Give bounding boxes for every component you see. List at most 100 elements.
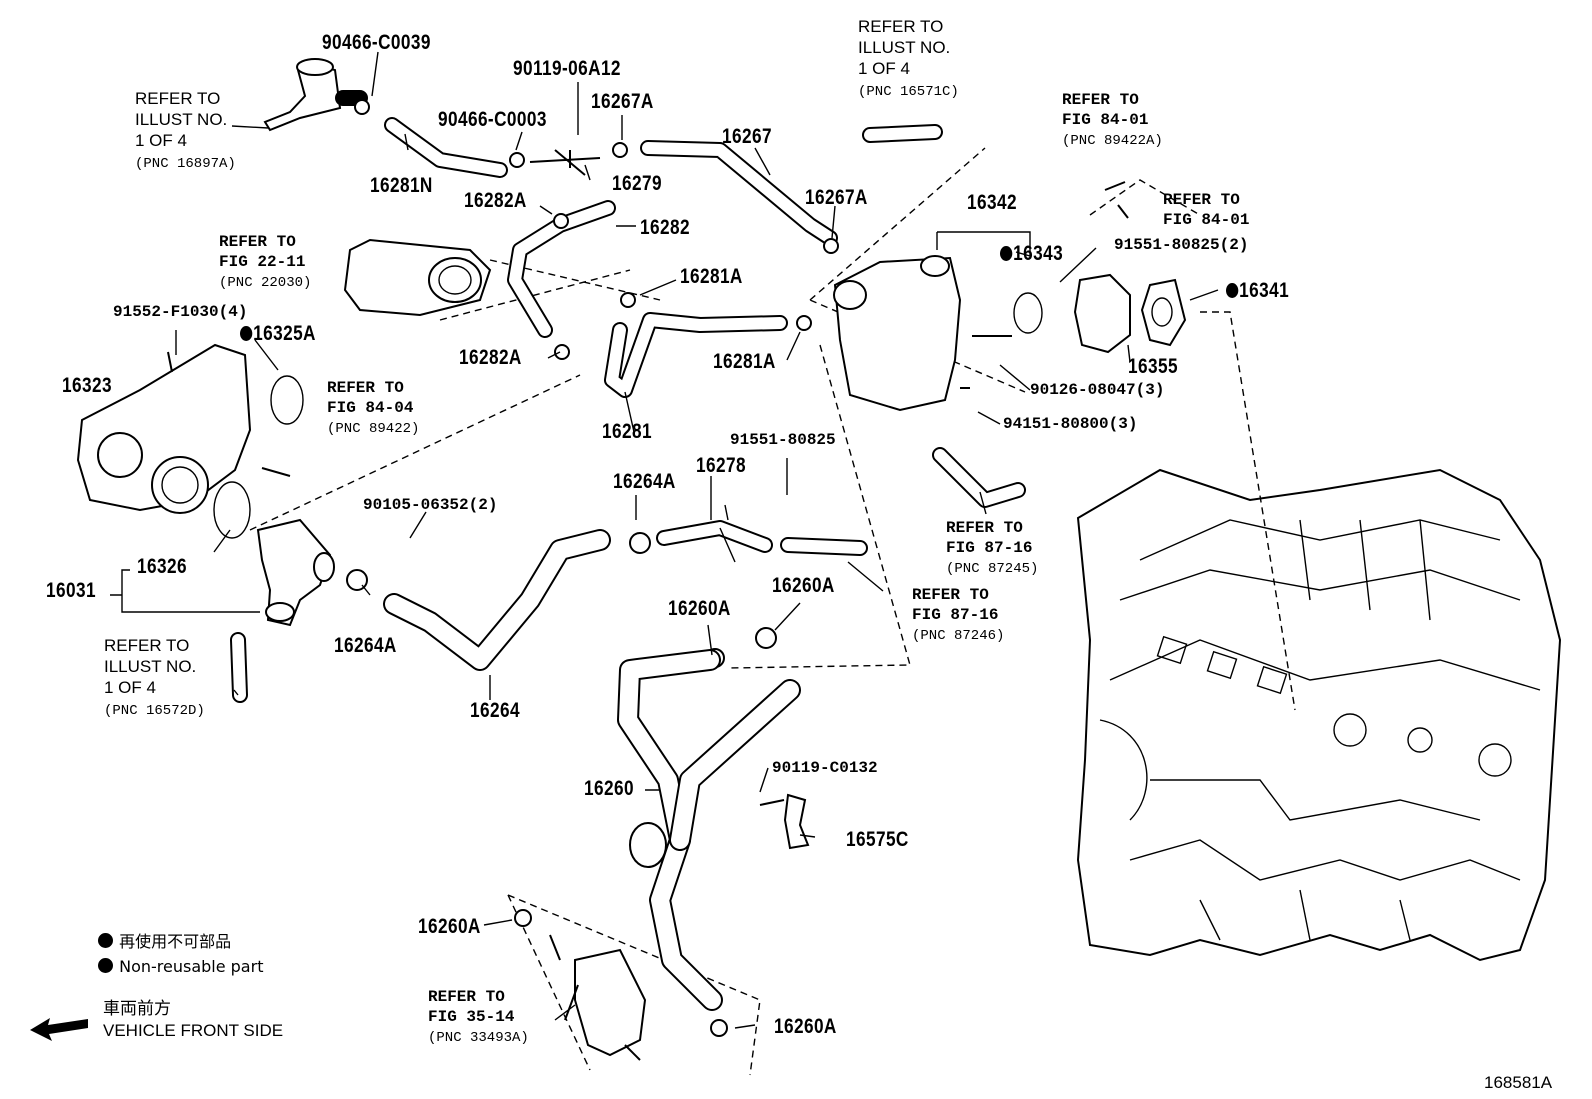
part-label[interactable]: 16264A: [334, 634, 397, 657]
part-label[interactable]: 90466-C0039: [322, 31, 431, 54]
refer-callout[interactable]: REFER TO FIG 84-01 (PNC 89422A): [1062, 90, 1163, 151]
non-reusable-dot-icon: [1000, 246, 1013, 261]
bracket-16575C: [759, 793, 810, 850]
non-reusable-dot-icon: [98, 933, 113, 948]
part-label[interactable]: 16267A: [805, 186, 868, 209]
leader-lines: [110, 51, 1219, 1029]
refer-line: FIG 84-01: [1062, 111, 1149, 129]
part-label[interactable]: 16260A: [774, 1015, 837, 1038]
part-label[interactable]: 16575C: [846, 828, 909, 851]
part-label[interactable]: 91551-80825(2): [1114, 236, 1249, 254]
part-label-non-reusable[interactable]: 16325A: [240, 323, 316, 344]
non-reusable-dot-icon: [240, 326, 253, 341]
throttle-body-part: [343, 238, 492, 317]
part-label[interactable]: 16279: [612, 172, 662, 195]
part-label[interactable]: 90126-08047(3): [1030, 381, 1165, 399]
part-label[interactable]: 16267A: [591, 90, 654, 113]
filler-neck-part: [263, 58, 368, 132]
part-label[interactable]: 16264A: [613, 470, 676, 493]
refer-pnc: (PNC 22030): [219, 275, 312, 291]
part-label[interactable]: 16355: [1128, 355, 1178, 378]
part-label[interactable]: 16264: [470, 699, 520, 722]
non-reusable-dot-icon: [1226, 283, 1239, 298]
bolts: [167, 351, 291, 477]
hose-retainer: [629, 822, 667, 868]
part-number: 16341: [1239, 279, 1290, 302]
part-label[interactable]: 16260A: [418, 915, 481, 938]
hose-clamps: [346, 99, 839, 1037]
refer-pnc: (PNC 16572D): [104, 703, 205, 719]
part-label-non-reusable[interactable]: 16343: [1000, 243, 1063, 264]
part-label[interactable]: 16323: [62, 374, 112, 397]
refer-line: FIG 84-01: [1163, 211, 1250, 229]
part-number: 16343: [1013, 242, 1064, 265]
part-label[interactable]: 16282A: [464, 189, 527, 212]
zone-outline-thermostat: [729, 311, 1296, 711]
refer-line: REFER TO: [946, 519, 1023, 537]
gasket-16341: [1140, 278, 1187, 347]
refer-line: ILLUST NO.: [135, 110, 228, 129]
outlet-16355: [1073, 273, 1131, 354]
part-label[interactable]: 16282: [640, 216, 690, 239]
zone-outline-sensor: [1089, 179, 1201, 216]
legend-text: Non-reusable part: [119, 957, 264, 976]
refer-line: REFER TO: [858, 17, 944, 36]
front-arrow-icon: [30, 1018, 88, 1041]
refer-pnc: (PNC 89422): [327, 421, 420, 437]
water-inlet-part: [256, 518, 335, 627]
refer-line: REFER TO: [1163, 191, 1240, 209]
refer-pnc: (PNC 16897A): [135, 156, 236, 172]
refer-line: 1 OF 4: [858, 59, 910, 78]
part-label[interactable]: 91551-80825: [730, 431, 836, 449]
refer-line: REFER TO: [912, 586, 989, 604]
sensor-89422A: [1104, 181, 1129, 219]
refer-pnc: (PNC 16571C): [858, 84, 959, 100]
part-label[interactable]: 16260A: [668, 597, 731, 620]
part-label[interactable]: 16267: [722, 125, 772, 148]
refer-callout[interactable]: REFER TO FIG 84-01: [1163, 190, 1249, 230]
legend-jp: 再使用不可部品: [98, 933, 231, 950]
refer-line: REFER TO: [1062, 91, 1139, 109]
refer-callout[interactable]: REFER TO FIG 22-11 (PNC 22030): [219, 232, 311, 293]
part-label[interactable]: 16342: [967, 191, 1017, 214]
refer-line: 1 OF 4: [135, 131, 187, 150]
thermostat-housing-part: [833, 255, 962, 412]
part-label[interactable]: 16281A: [680, 265, 743, 288]
part-label[interactable]: 16281N: [370, 174, 433, 197]
part-label[interactable]: 90105-06352(2): [363, 496, 498, 514]
part-label[interactable]: 16326: [137, 555, 187, 578]
part-label-non-reusable[interactable]: 16341: [1226, 280, 1289, 301]
part-label[interactable]: 16260: [584, 777, 634, 800]
refer-callout[interactable]: REFER TO ILLUST NO. 1 OF 4 (PNC 16897A): [135, 88, 236, 175]
part-label[interactable]: 16278: [696, 454, 746, 477]
gasket-16325A: [270, 375, 304, 425]
refer-pnc: (PNC 89422A): [1062, 133, 1163, 149]
part-label[interactable]: 16260A: [772, 574, 835, 597]
part-label[interactable]: 90119-C0132: [772, 759, 878, 777]
legend-text: 再使用不可部品: [119, 932, 232, 951]
refer-line: REFER TO: [135, 89, 221, 108]
part-label[interactable]: 90466-C0003: [438, 108, 547, 131]
part-label[interactable]: 16281A: [713, 350, 776, 373]
part-label[interactable]: 91552-F1030(4): [113, 303, 248, 321]
part-label[interactable]: 16281: [602, 420, 652, 443]
part-label[interactable]: 16031: [46, 579, 96, 602]
part-label[interactable]: 16282A: [459, 346, 522, 369]
refer-line: REFER TO: [428, 988, 505, 1006]
front-side-en: VEHICLE FRONT SIDE: [103, 1021, 284, 1040]
refer-line: FIG 22-11: [219, 253, 306, 271]
refer-line: REFER TO: [219, 233, 296, 251]
part-label[interactable]: 90119-06A12: [513, 57, 621, 80]
part-label[interactable]: 94151-80800(3): [1003, 415, 1138, 433]
refer-line: FIG 87-16: [946, 539, 1033, 557]
refer-pnc: (PNC 87245): [946, 561, 1039, 577]
refer-line: 1 OF 4: [104, 678, 156, 697]
zone-outline-upper: [249, 147, 1026, 531]
refer-callout[interactable]: REFER TO FIG 87-16 (PNC 87245): [946, 518, 1038, 579]
